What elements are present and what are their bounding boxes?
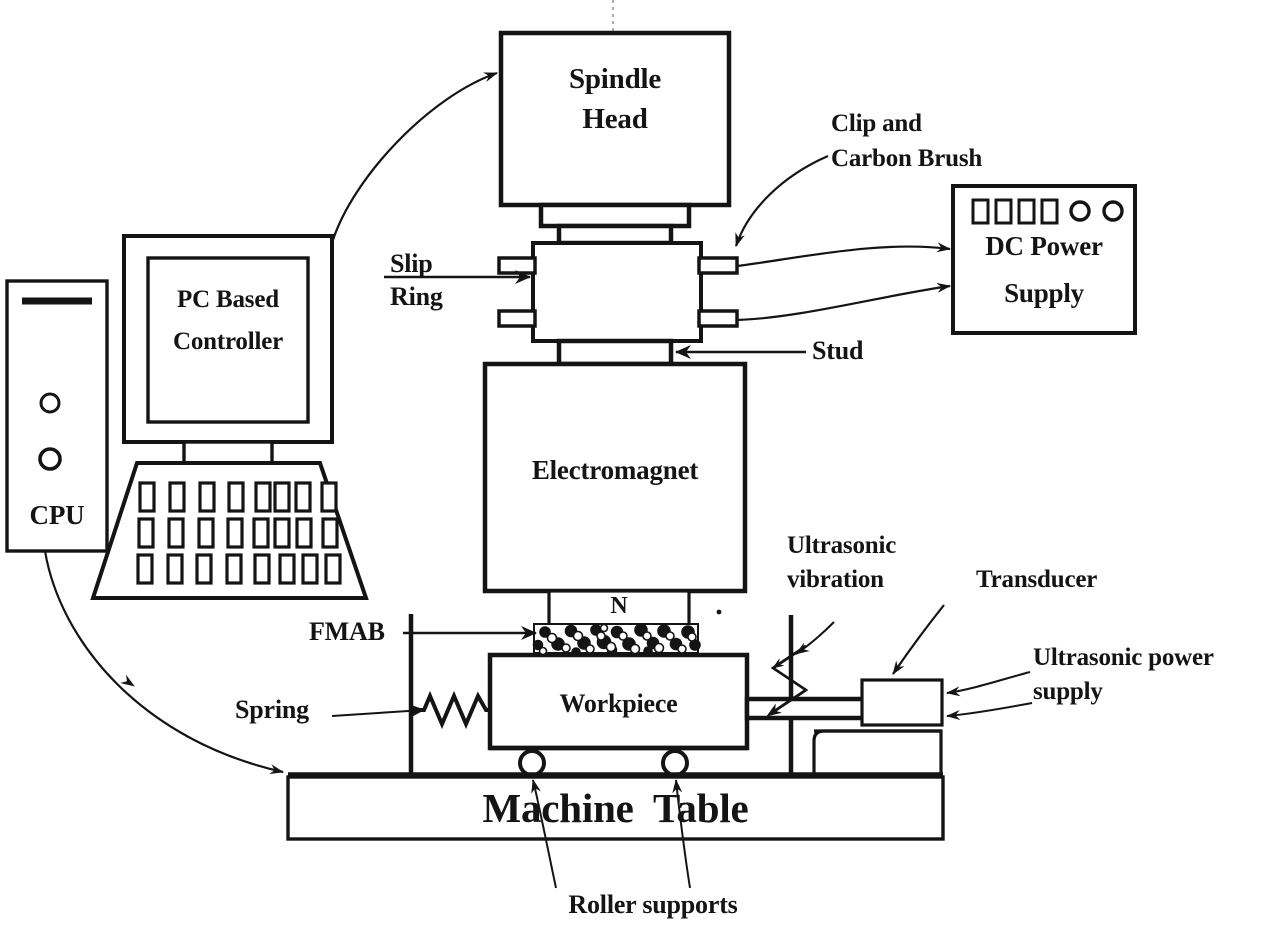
roller-support-left bbox=[518, 749, 546, 777]
electromagnet-label: Electromagnet bbox=[531, 455, 699, 485]
sonotrode-horn bbox=[744, 696, 866, 721]
clip-carbon-brush-label-line2: Carbon Brush bbox=[831, 145, 983, 172]
dc-power-supply-label-line1: DC Power bbox=[985, 231, 1103, 261]
slip-ring-terminal-right-bottom bbox=[697, 309, 739, 328]
monitor-stand-neck bbox=[182, 440, 274, 465]
cpu-tower-box bbox=[5, 279, 109, 553]
wire-sliprig-to-dc-top bbox=[736, 242, 951, 268]
arrow-us-power-top bbox=[946, 671, 1031, 697]
slip-ring-terminal-left-bottom bbox=[497, 309, 537, 328]
clip-carbon-brush-label-line1: Clip and bbox=[831, 110, 922, 137]
dc-knob-right bbox=[1102, 200, 1124, 222]
arrow-spring bbox=[331, 703, 425, 718]
keyboard-keys bbox=[136, 481, 342, 585]
arrow-transducer bbox=[892, 604, 945, 675]
roller-support-right bbox=[661, 749, 689, 777]
spring-label: Spring bbox=[235, 695, 309, 724]
stray-dot bbox=[716, 609, 722, 615]
arrow-us-power-bottom bbox=[946, 702, 1033, 720]
spring-coil bbox=[411, 690, 490, 730]
slip-ring-body bbox=[531, 241, 703, 343]
arrow-roller-left bbox=[531, 779, 557, 889]
spindle-neck bbox=[556, 223, 674, 246]
fmab-label: FMAB bbox=[309, 617, 385, 646]
dc-display-segments bbox=[971, 198, 1059, 225]
stud-label: Stud bbox=[812, 336, 864, 365]
pole-n-label: N bbox=[610, 593, 628, 619]
machine-table-label: Machine Table bbox=[482, 785, 749, 831]
workpiece-label: Workpiece bbox=[559, 689, 678, 718]
spindle-head-label-line1: Spindle bbox=[568, 63, 662, 95]
transducer-label: Transducer bbox=[976, 566, 1098, 593]
cpu-button-bottom bbox=[38, 447, 62, 471]
monitor-screen bbox=[146, 256, 310, 424]
slip-ring-terminal-right-top bbox=[697, 256, 739, 275]
slip-ring-label-line1: Slip bbox=[390, 249, 433, 278]
pole-n-box bbox=[547, 589, 691, 627]
electromagnet-box bbox=[482, 361, 748, 594]
spindle-collar bbox=[538, 202, 692, 229]
transducer-bracket bbox=[812, 729, 943, 776]
cpu-label: CPU bbox=[29, 500, 85, 530]
fmab-particles bbox=[532, 623, 701, 657]
arrow-ultrasonic-vibration bbox=[795, 621, 835, 655]
dc-power-supply-label-line2: Supply bbox=[1004, 278, 1084, 308]
slip-ring-terminal-left-top bbox=[497, 256, 537, 275]
machine-table-box bbox=[286, 775, 945, 841]
transducer-box bbox=[860, 678, 944, 727]
roller-supports-label: Roller supports bbox=[568, 890, 738, 919]
pc-controller-label-line1: PC Based bbox=[177, 286, 279, 313]
ultrasonic-power-supply-label-line1: Ultrasonic power bbox=[1033, 644, 1214, 671]
arrow-controller-to-spindle bbox=[330, 71, 498, 244]
ultrasonic-vibration-label-line1: Ultrasonic bbox=[787, 532, 897, 559]
arrow-roller-right bbox=[672, 779, 691, 889]
stud-box bbox=[556, 338, 674, 367]
wire-sliprig-to-dc-bottom bbox=[736, 282, 951, 322]
dc-knob-left bbox=[1069, 200, 1091, 222]
workpiece-box bbox=[487, 652, 750, 751]
ultrasonic-power-supply-label-line2: supply bbox=[1033, 678, 1103, 705]
cpu-button-top bbox=[39, 392, 61, 414]
ultrasonic-vibration-label-line2: vibration bbox=[787, 566, 884, 593]
spindle-head-label-line2: Head bbox=[582, 103, 648, 135]
arrow-cpu-to-table bbox=[43, 550, 284, 775]
pc-controller-label-line2: Controller bbox=[172, 328, 283, 355]
arrow-clip-carbon-brush bbox=[734, 154, 829, 247]
slip-ring-label-line2: Ring bbox=[390, 282, 443, 311]
